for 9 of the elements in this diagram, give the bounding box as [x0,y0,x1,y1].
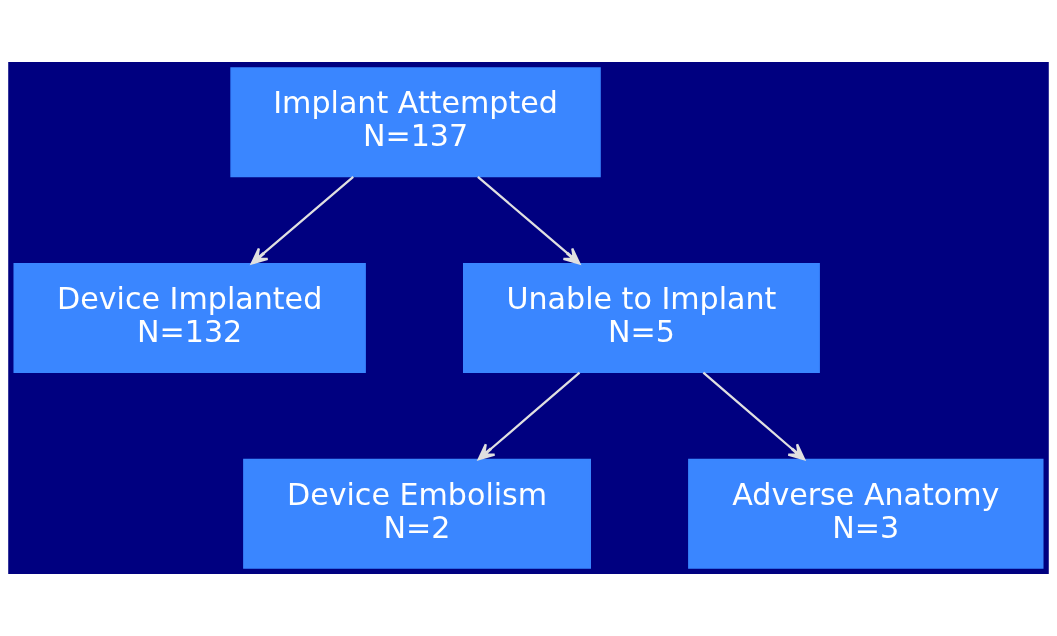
node-box: Device Embolism N=2 [243,458,591,569]
arrow [477,176,581,265]
node-box: Unable to Implant N=5 [463,263,820,373]
node-box: Adverse Anatomy N=3 [688,458,1044,569]
node-box: Implant Attempted N=137 [230,67,601,178]
arrow [477,371,581,461]
arrow [250,176,354,265]
node-box: Device Implanted N=132 [13,263,366,373]
arrow [702,371,806,461]
